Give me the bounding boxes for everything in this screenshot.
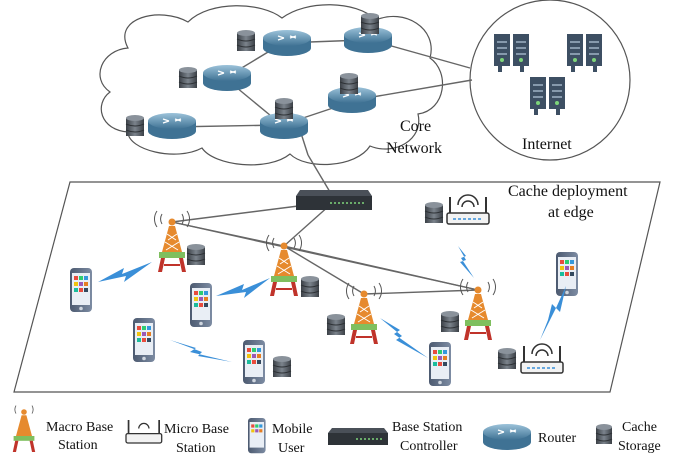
macro-base-station-icon [265, 234, 303, 296]
mobile-user-icon [556, 252, 578, 296]
macro-base-station-icon [459, 278, 497, 340]
cache-storage-icon [274, 98, 294, 119]
mobile-user-icon [190, 283, 212, 327]
legend-bsc-line1: Base Station [392, 420, 463, 435]
cache-storage-icon [125, 115, 145, 136]
macro-base-station-icon [153, 210, 191, 272]
mobile-user-icon [243, 340, 265, 384]
router-icon [260, 113, 308, 139]
mobile-user-icon [70, 268, 92, 312]
internet-label: Internet [522, 136, 572, 153]
cache-storage-icon [339, 73, 359, 94]
server-rack-icon [567, 34, 602, 72]
legend-cache-line2: Storage [618, 439, 661, 454]
core-network-label-line2: Network [386, 140, 442, 157]
cache-storage-icon [424, 202, 444, 223]
micro-base-station-icon [520, 343, 564, 374]
wireless-link-icon [98, 246, 566, 362]
macro-base-station-icon [345, 282, 383, 344]
legend-micro-line1: Micro Base [164, 422, 229, 437]
cache-storage-icon [360, 13, 380, 34]
cache-storage-icon [178, 67, 198, 88]
cache-storage-icon [497, 348, 517, 369]
micro-base-station-icon [446, 194, 490, 225]
router-icon [263, 30, 311, 56]
cache-storage-icon [300, 276, 320, 297]
mobile-user-icon [133, 318, 155, 362]
legend-mobile-line2: User [278, 441, 305, 456]
legend-macro-line1: Macro Base [46, 420, 114, 435]
cache-storage-icon [272, 356, 292, 377]
base-station-controller-icon [296, 190, 372, 210]
legend-micro-line2: Station [176, 441, 216, 456]
legend-bsc-line2: Controller [400, 439, 458, 454]
cache-storage-icon [595, 424, 613, 444]
cache-storage-icon [326, 314, 346, 335]
mobile-user-icon [248, 418, 266, 454]
legend-router: Router [538, 431, 577, 446]
router-icon [148, 113, 196, 139]
router-icon [483, 424, 531, 450]
server-rack-icon [494, 34, 529, 72]
core-network-label-line1: Core [400, 118, 432, 135]
base-station-controller-icon [328, 428, 388, 445]
router-icon [203, 65, 251, 91]
cache-storage-icon [236, 30, 256, 51]
cache-storage-icon [440, 311, 460, 332]
cache-deployment-label-line2: at edge [548, 204, 594, 221]
cache-deployment-label-line1: Cache deployment [508, 183, 628, 200]
router-icon [344, 27, 392, 53]
server-rack-icon [530, 77, 565, 115]
legend-cache-line1: Cache [622, 420, 657, 435]
micro-base-station-icon [125, 420, 163, 444]
legend-mobile-line1: Mobile [272, 422, 313, 437]
legend-macro-line2: Station [58, 438, 98, 453]
mobile-user-icon [429, 342, 451, 386]
macro-base-station-icon [12, 405, 36, 452]
cache-storage-icon [186, 244, 206, 265]
